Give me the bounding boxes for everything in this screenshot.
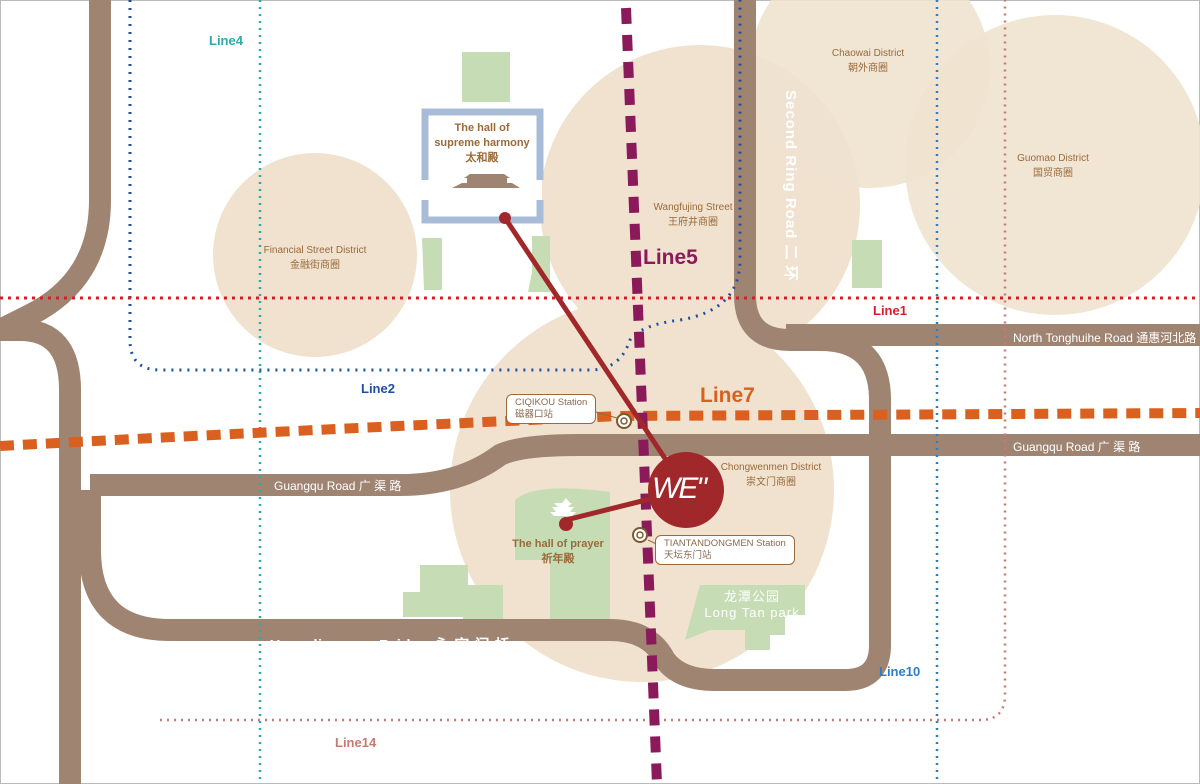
yongdingmen-bridge-label: Yongdingmen Bridge 永 定 门 桥: [270, 637, 511, 654]
label-en: Long Tan park: [704, 605, 800, 620]
label-zh: 祈年殿: [541, 553, 575, 565]
north-tonghuihe-road-label: North Tonghuihe Road 通惠河北路: [1013, 331, 1197, 345]
label-zh: 金融街商圈: [290, 260, 340, 271]
label-en: CIQIKOU Station: [515, 397, 588, 408]
label-en: Financial Street District: [263, 245, 367, 256]
guangqu-road-west-label: Guangqu Road 广 渠 路: [274, 479, 402, 493]
parks: [403, 52, 882, 650]
line14-track: [160, 0, 1007, 722]
label-en: The hall of prayer: [512, 538, 604, 550]
supreme-harmony-frame: [420, 108, 544, 224]
label-zh: 王府井商圈: [668, 217, 718, 228]
label-en: The hall of: [454, 122, 510, 134]
line1-label: Line1: [873, 303, 907, 318]
line4-label: Line4: [209, 33, 243, 48]
line5-label: Line5: [643, 246, 698, 269]
label-en: Guomao District: [1017, 153, 1089, 164]
palace-icon: [452, 174, 520, 188]
temple-of-heaven-icon: [550, 498, 576, 516]
label-zh: 国贸商圈: [1033, 168, 1073, 179]
line10-label: Line10: [879, 664, 921, 679]
label-en: Chaowai District: [831, 48, 905, 59]
label-zh: 天坛东门站: [664, 550, 712, 561]
line14-label: Line14: [335, 735, 377, 750]
label-zh: 二 环: [782, 244, 799, 282]
label-en: TIANTANDONGMEN Station: [664, 538, 786, 549]
wangfujing-label: Wangfujing Street 王府井商圈: [653, 200, 732, 230]
line2-track: [128, 0, 742, 372]
supreme-harmony-label: The hall of supreme harmony 太和殿: [434, 121, 529, 166]
hall-of-prayer-label: The hall of prayer 祈年殿: [512, 537, 604, 567]
guangqu-road-east-label: Guangqu Road 广 渠 路: [1013, 440, 1141, 454]
we-logo-marker: [648, 452, 724, 528]
label-zh: 磁器口站: [515, 409, 554, 420]
label-zh: 太和殿: [465, 152, 499, 164]
we-logo: WE": [652, 472, 707, 505]
label-zh: 朝外商圈: [848, 63, 888, 74]
chongwenmen-label: Chongwenmen District 崇文门商圈: [721, 460, 822, 490]
label-zh: 龙潭公园: [723, 589, 781, 604]
line5-track: [621, 7, 662, 784]
guomao-area: [905, 15, 1200, 315]
line7-label: Line7: [700, 384, 755, 407]
line2-label: Line2: [361, 381, 395, 396]
label-en: supreme harmony: [434, 137, 530, 149]
financial-district-label: Financial Street District 金融街商圈: [264, 243, 367, 273]
guomao-label: Guomao District 国贸商圈: [1017, 151, 1089, 181]
metro-station-icon: [616, 413, 632, 429]
metro-station-icon: [632, 527, 648, 543]
financial-district-area: [213, 153, 417, 357]
label-en: Chongwenmen District: [720, 462, 822, 473]
label-zh: 崇文门商圈: [745, 477, 796, 488]
label-en: Wangfujing Street: [653, 202, 733, 213]
second-ring-road-label: Second Ring Road 二 环: [781, 90, 802, 282]
label-en: Second Ring Road: [782, 90, 799, 240]
chaowai-label: Chaowai District 朝外商圈: [832, 46, 904, 76]
